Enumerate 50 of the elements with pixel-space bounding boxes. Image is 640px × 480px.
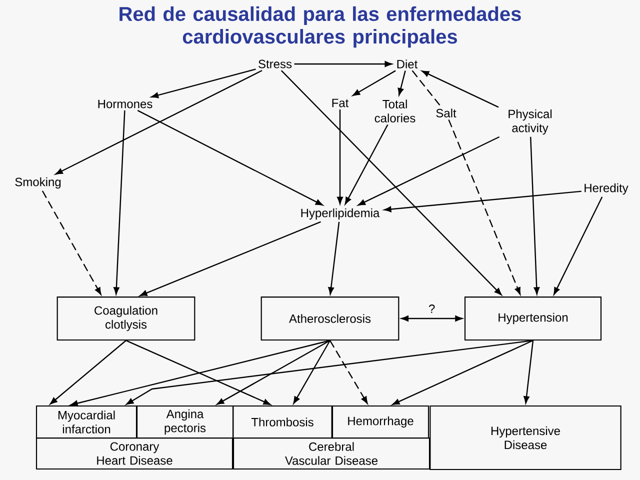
arrow bbox=[448, 119, 521, 295]
arrow bbox=[70, 340, 330, 406]
disease-cell: Hemorrhage bbox=[332, 405, 430, 439]
arrow bbox=[337, 109, 343, 204]
arrow bbox=[137, 110, 323, 206]
arrow bbox=[140, 221, 321, 296]
arrow bbox=[50, 340, 126, 404]
factor-label: Physical activity bbox=[508, 109, 552, 135]
arrow bbox=[329, 340, 368, 404]
arrow bbox=[293, 340, 331, 404]
arrow bbox=[352, 70, 396, 96]
process-box: Atherosclerosis bbox=[260, 296, 400, 340]
disease-cell: Myocardial infarction bbox=[36, 405, 138, 439]
factor-label: Stress bbox=[258, 60, 292, 68]
arrow bbox=[398, 70, 406, 96]
edge-label: ? bbox=[427, 303, 436, 314]
factor-label: Heredity bbox=[584, 183, 628, 195]
arrow bbox=[554, 196, 603, 295]
title: Red de causalidad para las enfermedades cardiovasculares principales bbox=[120, 6, 521, 48]
arrow bbox=[55, 70, 262, 175]
arrow bbox=[216, 340, 330, 405]
arrow bbox=[530, 136, 540, 295]
factor-label: Salt bbox=[436, 108, 456, 118]
factor-label: Hormones bbox=[98, 100, 152, 108]
arrow bbox=[422, 70, 499, 108]
arrow bbox=[114, 110, 126, 295]
arrow bbox=[126, 340, 271, 406]
process-box: Coagulation clotlysis bbox=[56, 296, 196, 340]
disease-cell: Thrombosis bbox=[232, 405, 332, 439]
arrow bbox=[344, 124, 388, 204]
disease-cell: Coronary Heart Disease bbox=[36, 438, 234, 470]
disease-cell: Cerebral Vascular Disease bbox=[232, 438, 430, 470]
factor-label: Smoking bbox=[15, 177, 61, 189]
arrow bbox=[294, 61, 392, 67]
arrow bbox=[42, 190, 102, 295]
arrow bbox=[126, 340, 534, 405]
arrow bbox=[328, 222, 340, 295]
arrow bbox=[384, 190, 582, 212]
arrow bbox=[524, 340, 534, 404]
factor-label: Fat bbox=[332, 98, 349, 108]
factor-label: Hyperlipidemia bbox=[301, 208, 380, 220]
arrow bbox=[401, 316, 462, 322]
disease-cell: Angina pectoris bbox=[136, 405, 234, 439]
factor-label: Diet bbox=[397, 60, 418, 68]
arrow bbox=[358, 136, 500, 206]
process-box: Hypertension bbox=[464, 296, 602, 340]
arrow bbox=[280, 70, 502, 296]
arrow bbox=[151, 68, 256, 98]
factor-label: Total calories bbox=[374, 100, 416, 122]
arrow bbox=[392, 340, 534, 405]
